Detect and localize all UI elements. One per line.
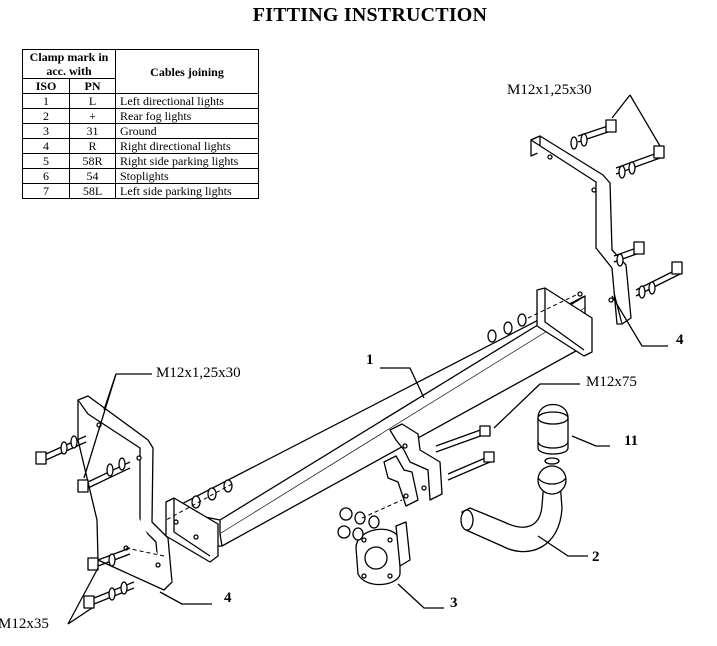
bolt-spec-left-bracket: M12x1,25x30 [156,365,241,381]
part-number-right-bracket: 4 [676,332,684,348]
clamp-table: Clamp mark in acc. with Cables joining I… [21,49,259,199]
bolt-spec-right-bracket: M12x1,25x30 [507,82,592,98]
bolt-spec-lower-left: M12x35 [0,616,49,632]
part-number-crossbar: 1 [366,352,374,368]
header-clamp-mark: Clamp mark in acc. with [22,49,116,79]
right-bracket [530,135,632,325]
crossbar [165,287,593,563]
header-pn: PN [69,78,116,94]
right-bracket-bolts [487,119,683,343]
table-row: 2+Rear fog lights [21,108,259,124]
left-bracket-bolts [35,435,233,609]
ball-cover [537,404,569,455]
left-bracket [77,395,173,591]
socket-plate [355,521,411,586]
cable-cell: Right side parking lights [115,153,259,169]
part-number-left-bracket: 4 [224,590,232,606]
ball-mount-plate [383,423,443,507]
pn-cell: 58R [69,153,116,169]
part-number-socket-plate: 3 [450,595,458,611]
iso-cell: 7 [21,183,71,199]
bolt-spec-ball-mount: M12x75 [586,374,637,390]
cable-cell: Rear fog lights [115,108,259,124]
ball-mount-bolts [337,425,495,541]
iso-cell: 4 [21,138,71,154]
cable-cell: Left side parking lights [115,183,259,199]
tow-ball [460,457,567,553]
cable-cell: Right directional lights [115,138,259,154]
leader-lines [67,94,668,625]
part-number-tow-ball: 2 [592,549,600,565]
page-title: FITTING INSTRUCTION [252,4,488,26]
assembly-axis-lines [125,293,579,557]
part-number-ball-cover: 11 [624,433,639,449]
